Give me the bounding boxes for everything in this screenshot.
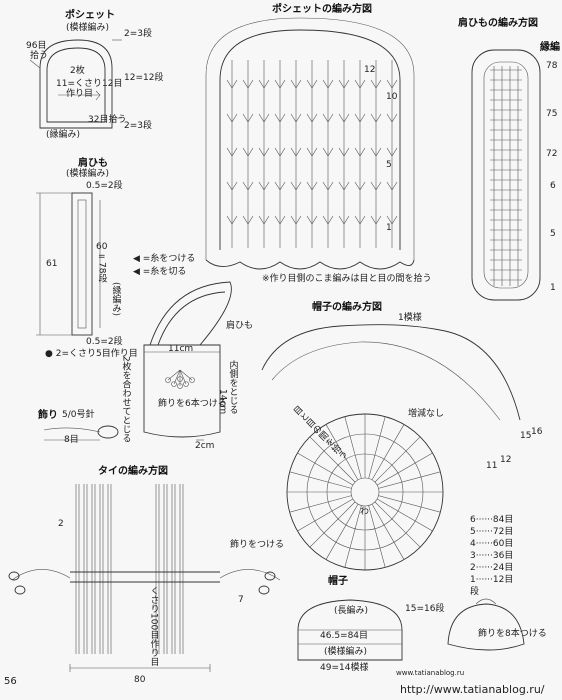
pochette-rows-mid: 12=12段 xyxy=(124,73,164,83)
tie-bottom-dim: 80 xyxy=(134,675,146,685)
ornament-chain: 8目 xyxy=(64,435,79,445)
strap-row-6: 6 xyxy=(550,181,556,191)
site-watermark: http://www.tatianablog.ru/ xyxy=(400,683,545,696)
strap-subtitle: (模様編み) xyxy=(66,169,110,179)
hat-pattern-chart xyxy=(261,324,521,571)
bag-inner-note: 内側をとじる xyxy=(227,360,238,414)
ornament-title: 飾り xyxy=(38,410,58,421)
stitch-row-4: 4······60目 xyxy=(470,539,514,549)
hat-ornament-note: 飾りを8本つける xyxy=(478,629,547,639)
hat-pattern-title: 帽子の編み方図 xyxy=(312,302,382,313)
stitch-row-3: 3······36目 xyxy=(470,551,514,561)
strap-pattern-title: 肩ひもの編み方図 xyxy=(458,18,538,29)
tie-left-dim: 2 xyxy=(58,519,64,529)
pochette-edge: (縁編み) xyxy=(46,130,81,140)
ornament-drawing xyxy=(43,425,119,441)
hat-pattern-count: 1模様 xyxy=(398,313,422,323)
pochette-row-12: 12 xyxy=(364,65,376,75)
pochette-pick-96: 96目 xyxy=(26,41,47,51)
bag-strap-label: 肩ひも xyxy=(226,321,254,331)
pochette-row-1: 1 xyxy=(386,223,392,233)
stitch-row-1: 1······12目 xyxy=(470,575,514,585)
pochette-row-5: 5 xyxy=(386,160,392,170)
hat-c2: 49=14模様 xyxy=(320,663,369,673)
strap-pattern-chart xyxy=(471,49,541,301)
hat-rows: 15=16段 xyxy=(405,604,445,614)
bag-bottom: 2cm xyxy=(195,441,215,451)
tie-chain-note: くさり100目作り目 xyxy=(148,586,159,667)
pochette-two-pieces: 2枚 xyxy=(70,66,85,76)
strap-mid-dim-c: 78段 xyxy=(96,262,107,283)
hat-part1: (長編み) xyxy=(334,606,369,616)
hat-part2: (模様編み) xyxy=(324,647,368,657)
strap-rows-bot: 0.5=2段 xyxy=(86,337,123,347)
hat-row-11: 11 xyxy=(486,461,498,471)
strap-edge-vertical: (縁編み) xyxy=(110,282,121,317)
strap-outline xyxy=(36,192,101,336)
page-number: 56 xyxy=(4,676,17,687)
pochette-start-label: 作り目 xyxy=(66,89,94,99)
tie-ornament-note: 飾りをつける xyxy=(230,540,285,550)
pochette-rows-top: 2=3段 xyxy=(124,29,152,39)
pochette-pattern-note: ※作り目側のこま編みは目と目の間を拾う xyxy=(262,274,432,284)
hat-wa-label: わ xyxy=(360,507,370,517)
legend-attach: ◀ =糸をつける xyxy=(133,254,196,264)
bag-height: 14cm xyxy=(217,389,228,415)
pochette-title: ポシェット xyxy=(65,10,115,21)
site-watermark-small: www.tatianablog.ru xyxy=(396,669,465,677)
bag-drawing xyxy=(143,281,232,441)
strap-row-5: 5 xyxy=(550,229,556,239)
strap-left-dim: 61 xyxy=(46,259,58,269)
stitch-row-unit: 段 xyxy=(470,587,480,597)
pochette-row-10: 10 xyxy=(386,92,398,102)
stitch-row-5: 5······72目 xyxy=(470,527,514,537)
pochette-outline xyxy=(29,39,122,129)
strap-rows-top: 0.5=2段 xyxy=(86,181,123,191)
strap-title: 肩ひも xyxy=(78,158,108,169)
pochette-pick-label: 拾う xyxy=(30,51,49,61)
strap-mid-dim-a: 60 xyxy=(96,242,108,252)
pochette-chain-start: 11=くさり12目 xyxy=(56,79,123,89)
tie-pattern-chart xyxy=(8,484,281,672)
strap-mid-dim-b: = xyxy=(98,252,106,262)
strap-pattern-edge: 縁編 xyxy=(540,42,560,53)
hat-row-12: 12 xyxy=(500,455,512,465)
strap-row-78: 78 xyxy=(546,61,558,71)
stitch-row-2: 2······24目 xyxy=(470,563,514,573)
hat-c1: 46.5=84目 xyxy=(320,631,369,641)
stitch-row-6: 6······84目 xyxy=(470,515,514,525)
pochette-pattern-chart xyxy=(205,17,415,270)
strap-row-72: 72 xyxy=(546,149,558,159)
hat-no-increase: 増減なし xyxy=(408,409,445,419)
strap-row-75: 75 xyxy=(546,109,558,119)
legend-cut: ◀ =糸を切る xyxy=(133,267,187,277)
ornament-hook: 5/0号針 xyxy=(62,410,95,420)
bag-ornament-note: 飾りを6本つける xyxy=(158,399,227,409)
pochette-pick-32: 32目拾う xyxy=(88,115,127,125)
pochette-subtitle: (模様編み) xyxy=(66,23,110,33)
bag-width: 11cm xyxy=(168,344,194,354)
tie-pattern-title: タイの編み方図 xyxy=(98,466,168,477)
hat-row-16: 16 xyxy=(531,427,543,437)
hat-row-15: 15 xyxy=(520,431,532,441)
strap-row-1: 1 xyxy=(550,283,556,293)
hat-title: 帽子 xyxy=(328,576,348,587)
pochette-pattern-title: ポシェットの編み方図 xyxy=(272,4,372,15)
bag-sew-note: 2枚を合わせてとじる xyxy=(120,356,131,443)
tie-right-dim: 7 xyxy=(238,595,244,605)
strap-start: ● 2=くさり5目作り目 xyxy=(45,349,138,359)
pochette-rows-bot: 2=3段 xyxy=(124,121,152,131)
